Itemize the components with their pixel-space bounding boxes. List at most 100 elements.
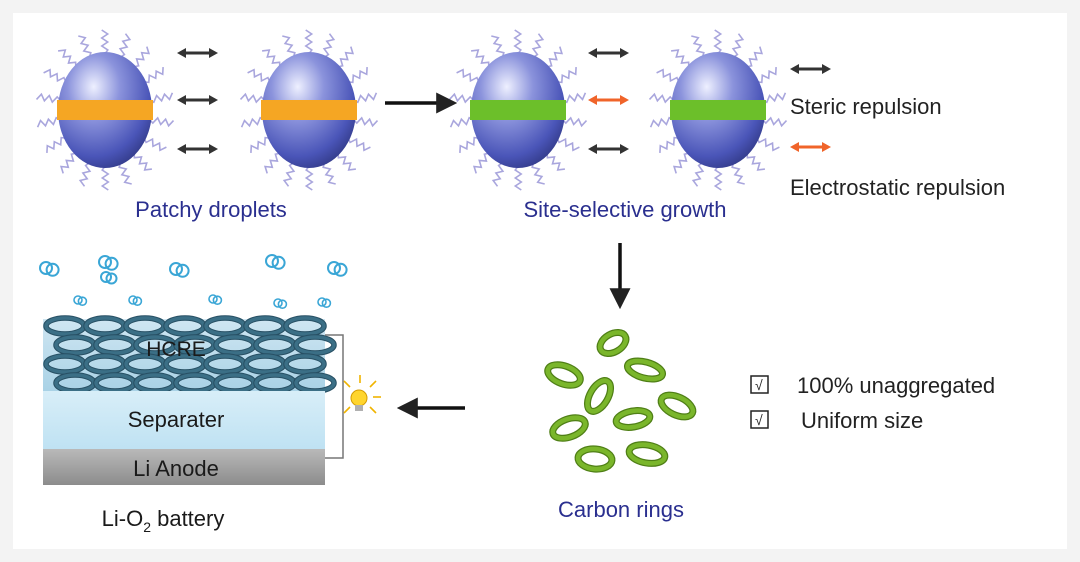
- ligand-chain: [691, 162, 705, 187]
- ligand-chain: [247, 68, 271, 83]
- carbon-ring: [657, 391, 697, 421]
- legend: Steric repulsion Electrostatic repulsion: [790, 64, 1005, 200]
- hcre-ring: [294, 335, 336, 355]
- ligand-chain: [304, 29, 314, 55]
- carbon-ring: [596, 329, 630, 357]
- ligand-chain: [46, 136, 67, 153]
- check-mark: √: [755, 412, 763, 428]
- o2-molecule-icon: [98, 255, 119, 271]
- ligand-chain: [746, 46, 764, 68]
- ligand-chain: [472, 152, 490, 174]
- anode-label: Li Anode: [133, 456, 219, 481]
- o2-molecule-icon: [73, 295, 88, 307]
- label-site-selective-growth: Site-selective growth: [524, 197, 727, 222]
- ligand-chain: [448, 92, 475, 104]
- light-bulb-icon: [343, 375, 381, 414]
- ligand-chain: [691, 35, 705, 58]
- o2-molecule-icon: [169, 262, 190, 278]
- ligand-chain: [322, 162, 336, 185]
- ligand-chain: [491, 35, 505, 58]
- ligand-chain: [731, 33, 745, 58]
- carbon-ring: [625, 441, 669, 467]
- ligand-chain: [148, 116, 175, 128]
- legend-electrostatic-label: Electrostatic repulsion: [790, 175, 1005, 200]
- ligand-chain: [746, 152, 765, 171]
- carbon-ring: [612, 407, 654, 431]
- ligand-chain: [546, 46, 564, 68]
- ligand-chain: [352, 92, 378, 104]
- ligand-chain: [118, 33, 132, 58]
- ligand-chain: [133, 152, 152, 171]
- ligand-chain: [456, 68, 480, 83]
- ligand-chain: [649, 116, 675, 128]
- o2-molecule-icon: [265, 254, 286, 270]
- ligand-chain: [672, 152, 690, 174]
- ligand-chain: [713, 165, 723, 191]
- ligand-chain: [352, 116, 379, 128]
- ligand-chain: [100, 29, 110, 55]
- ligand-chain: [43, 68, 67, 83]
- patch-band: [670, 100, 766, 120]
- ligand-chain: [761, 116, 788, 128]
- ligand-chain: [713, 29, 723, 55]
- ligand-chain: [282, 162, 296, 187]
- separator-label: Separater: [128, 407, 225, 432]
- ligand-chain: [756, 67, 777, 84]
- legend-steric-label: Steric repulsion: [790, 94, 942, 119]
- ligand-chain: [556, 67, 577, 84]
- figure-canvas: Patchy droplets Site-selective growth Ca…: [13, 13, 1067, 549]
- o2-molecule-icon: [100, 271, 118, 285]
- hcre-ring: [284, 354, 326, 374]
- carbon-ring: [574, 445, 616, 473]
- checklist: √ 100% unaggregated √ Uniform size: [750, 373, 995, 433]
- ligand-chain: [531, 33, 545, 58]
- ligand-chain: [731, 162, 745, 185]
- steric-arrow: [177, 144, 218, 154]
- check-mark: √: [755, 377, 763, 393]
- ligand-chain: [58, 49, 77, 68]
- steric-arrow: [588, 144, 629, 154]
- hcre-label: HCRE: [146, 338, 206, 361]
- ligand-chain: [118, 162, 132, 185]
- anode-layer: [43, 449, 325, 485]
- battery-title: Li-O2 battery: [102, 506, 225, 535]
- ligand-chain: [36, 116, 62, 128]
- ligand-chain: [133, 46, 151, 68]
- patch-band: [470, 100, 566, 120]
- ligand-chain: [531, 162, 545, 185]
- ligand-chain: [337, 46, 355, 68]
- ligand-chain: [491, 162, 505, 187]
- o2-molecules: [39, 254, 348, 310]
- ligand-chain: [59, 152, 77, 174]
- patch-band: [261, 100, 357, 120]
- ligand-chain: [546, 152, 565, 171]
- ligand-chain: [459, 136, 480, 153]
- o2-molecule-icon: [273, 298, 288, 310]
- ligand-chain: [656, 68, 680, 83]
- o2-molecule-icon: [317, 297, 332, 309]
- o2-molecule-icon: [208, 294, 223, 306]
- checkbox-icon: [750, 410, 769, 429]
- carbon-rings-group: [544, 329, 697, 473]
- label-carbon-rings: Carbon rings: [558, 497, 684, 522]
- ligand-chain: [756, 137, 780, 152]
- ligand-chain: [471, 49, 490, 68]
- electrostatic-arrow: [588, 95, 629, 105]
- carbon-ring: [544, 361, 584, 389]
- ligand-chain: [561, 92, 587, 104]
- carbon-ring: [549, 414, 589, 442]
- ligand-chain: [250, 136, 271, 153]
- ligand-chain: [347, 137, 371, 152]
- ligand-chain: [513, 29, 523, 55]
- separator-layer: [43, 391, 325, 449]
- circuit-wire: [325, 334, 344, 459]
- ligand-chain: [449, 116, 475, 128]
- ligand-chain: [556, 137, 580, 152]
- ligand-chain: [282, 35, 296, 58]
- ligand-chain: [148, 92, 174, 104]
- carbon-ring: [623, 357, 667, 383]
- ligand-chain: [648, 92, 675, 104]
- ligand-chain: [143, 137, 167, 152]
- ligand-chain: [337, 152, 356, 171]
- ligand-chain: [304, 165, 314, 191]
